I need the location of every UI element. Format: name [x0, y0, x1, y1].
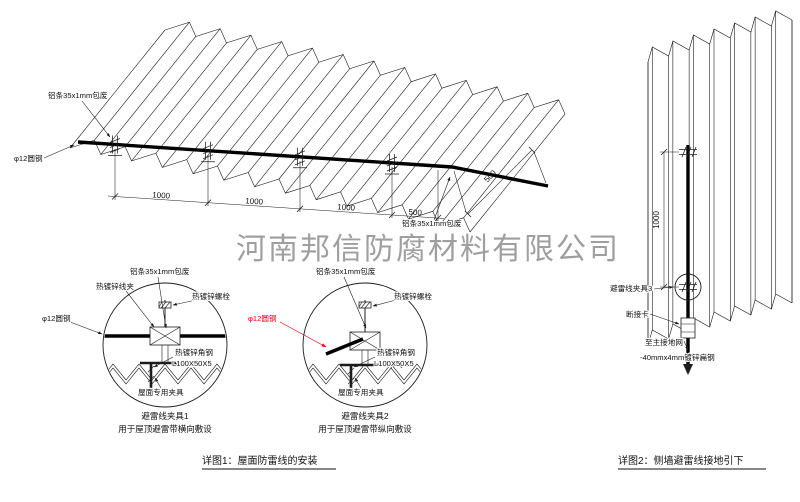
alu-strip-label: 铝条35x1mm包废: [130, 266, 190, 276]
line-work: [254, 68, 350, 187]
detail-2-title: 避雷线夹具2: [341, 411, 389, 421]
line-work: [315, 81, 412, 200]
line-work: [108, 135, 122, 156]
angle-steel-spec: L100X50X5: [172, 359, 212, 368]
roof-dimension-chain: [107, 146, 547, 222]
line-work: [346, 87, 443, 207]
line-work: [186, 41, 282, 160]
bolt-label: 热镀锌螺栓: [192, 291, 230, 301]
dim-500-1: 500: [408, 208, 422, 218]
disconnect-card: [680, 317, 696, 339]
alu-strip-label: 铝条35x1mm包废: [316, 266, 376, 276]
detail-2-subtitle: 用于屋顶避雷带纵向敷设: [318, 424, 412, 434]
flat-steel-label: -40mmx4mm镀锌扁钢: [640, 352, 715, 362]
line-work: [192, 55, 289, 175]
wall-dim-1000: 1000: [652, 211, 661, 229]
line-work: [408, 100, 504, 220]
dim-1000-2: 1000: [245, 196, 264, 206]
dim-1000-1: 1000: [152, 190, 171, 200]
caption-detail-1: 详图1：屋面防雷线的安装: [202, 454, 318, 467]
lightning-wire: [77, 140, 549, 188]
roof-leader-lines: [43, 100, 451, 221]
bolt-label: 热镀锌螺栓: [394, 291, 432, 301]
line-work: [164, 21, 566, 115]
line-work: [438, 107, 535, 226]
line-work: [94, 22, 190, 141]
angle-steel-spec: L100X50X5: [374, 359, 414, 368]
line-work: [647, 10, 793, 63]
roof-clamp-label: 屋面专用夹具: [338, 387, 384, 397]
line-work: [293, 147, 307, 169]
line-work: [401, 86, 498, 206]
wall-dimension: [660, 148, 679, 291]
round-steel-label-red: φ12圆钢: [248, 313, 277, 323]
angle-steel-label: 热镀锌角钢: [377, 347, 415, 357]
roof-wire-clamp-marks: [108, 135, 399, 175]
company-watermark: 河南邦信防腐材料有限公司: [236, 233, 620, 266]
line-work: [217, 47, 313, 167]
dim-500-slope: 500: [482, 168, 498, 184]
line-work: [309, 67, 406, 186]
line-work: [377, 94, 473, 213]
detail-1-circle: [102, 282, 228, 408]
alu-strip-label-right: 铝条35x1mm包废: [402, 218, 462, 228]
down-arrow: [683, 364, 693, 375]
angle-steel-label: 热镀锌角钢: [175, 347, 213, 357]
detail-1-parts: [104, 300, 226, 394]
round-steel-label: φ12圆钢: [14, 153, 43, 163]
roof-clamp-label: 屋面专用夹具: [138, 387, 184, 397]
line-work: [223, 62, 320, 181]
wire-section: [325, 337, 364, 356]
detail-circle-1: 热镀锌线夹 铝条35x1mm包废 热镀锌螺栓 φ12圆钢 热镀锌角钢 L100X…: [41, 265, 232, 434]
detail-1-subtitle: 用于屋顶避雷带横向敷设: [118, 424, 212, 434]
roof-corrugation-lines: [69, 21, 566, 233]
line-work: [469, 113, 566, 233]
line-work: [679, 281, 697, 293]
detail-1-title: 避雷线夹具1: [141, 411, 189, 421]
clamp3-label: 避雷线夹具3: [610, 283, 652, 293]
line-work: [679, 146, 697, 158]
wall-edges: [647, 20, 793, 345]
line-work: [100, 36, 197, 155]
dim-1000-3: 1000: [337, 202, 356, 212]
disconnect-label: 断接卡: [626, 309, 649, 319]
alu-strip-label-left: 铝条35x1mm包废: [48, 90, 108, 100]
line-work: [155, 34, 252, 154]
line-work: [463, 99, 559, 218]
detail-1-leaders: [69, 276, 197, 389]
wall-wire-clamp-marks: [679, 146, 697, 293]
line-work: [124, 28, 221, 147]
detail-circle-2: 铝条35x1mm包废 热镀锌螺栓 φ12圆钢 热镀锌角钢 L100X50X5 屋…: [247, 265, 434, 434]
wall-corrugation-lines: [647, 10, 793, 346]
line-work: [131, 42, 227, 162]
line-work: [371, 80, 467, 199]
to-ground-label: 至主接地网: [645, 337, 683, 347]
round-steel-label: φ12圆钢: [42, 313, 71, 323]
wall-leaders: [649, 285, 689, 351]
line-work: [278, 60, 375, 180]
line-work: [340, 73, 436, 193]
wall-elevation-view: 1000 避雷线夹具3 断接卡 至主接地网 -40mmx4mm镀锌扁钢: [609, 10, 793, 375]
line-work: [201, 141, 215, 163]
line-work: [285, 75, 381, 194]
line-work: [385, 154, 399, 175]
roof-isometric-view: 1000 1000 1000 500 500 铝条35x1mm包废 φ12圆钢 …: [13, 21, 566, 233]
line-work: [304, 367, 426, 385]
caption-detail-2: 详图2：侧墙避雷线接地引下: [618, 454, 744, 467]
line-work: [104, 367, 226, 385]
detail-2-leaders: [279, 276, 397, 389]
detail-2-parts: [304, 300, 426, 396]
line-work: [69, 29, 166, 149]
detail-2-circle: [302, 282, 428, 408]
wire-clip-label: 热镀锌线夹: [96, 281, 134, 291]
line-work: [432, 93, 529, 212]
